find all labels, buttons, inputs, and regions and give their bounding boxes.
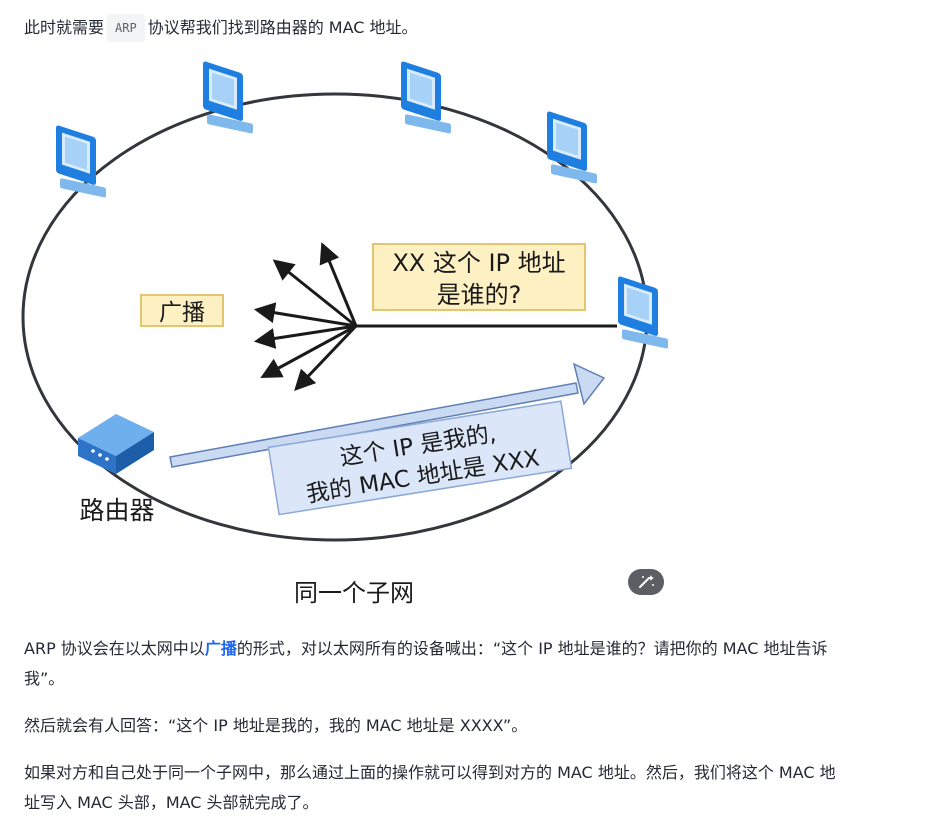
- para1-before: ARP 协议会在以太网中以: [24, 639, 205, 658]
- router-icon: [78, 414, 154, 474]
- subnet-label: 同一个子网: [294, 579, 414, 607]
- intro-text-after: 协议帮我们找到路由器的 MAC 地址。: [147, 18, 418, 37]
- arp-diagram: XX 这个 IP 地址 是谁的? 广播 这个 IP 是我的, 我的 MAC 地址…: [0, 52, 700, 612]
- broadcast-label: 广播: [159, 300, 205, 326]
- paragraph-broadcast: ARP 协议会在以太网中以广播的形式，对以太网所有的设备喊出：“这个 IP 地址…: [24, 634, 844, 694]
- broadcast-arrows: [253, 242, 617, 392]
- router-label: 路由器: [79, 496, 154, 525]
- computer-icon: [56, 124, 106, 198]
- computer-icon: [203, 60, 253, 134]
- broadcast-label-box: [140, 294, 224, 327]
- reply-arrow-head: [572, 362, 606, 406]
- question-line-2: 是谁的?: [437, 281, 522, 309]
- magic-wand-icon: [639, 575, 654, 588]
- paragraph-conclusion: 如果对方和自己处于同一个子网中，那么通过上面的操作就可以得到对方的 MAC 地址…: [24, 763, 836, 812]
- image-tool-button[interactable]: [628, 569, 664, 595]
- question-line-1: XX 这个 IP 地址: [392, 249, 565, 277]
- para1-after: 的形式，对以太网所有的设备喊出：“这个 IP 地址是谁的？请把你的 MAC 地址…: [24, 639, 828, 688]
- intro-text-before: 此时就需要: [24, 18, 105, 37]
- arp-diagram-svg: XX 这个 IP 地址 是谁的? 广播 这个 IP 是我的, 我的 MAC 地址…: [21, 60, 668, 607]
- question-box: [372, 243, 586, 311]
- inline-code-arp: ARP: [107, 14, 145, 42]
- computer-icon: [401, 60, 451, 134]
- para1-highlight: 广播: [204, 639, 237, 658]
- computer-icon: [547, 110, 597, 184]
- paragraph-reply: 然后就会有人回答：“这个 IP 地址是我的，我的 MAC 地址是 XXXX”。: [24, 716, 528, 735]
- computer-icon: [618, 275, 668, 349]
- reply-arrow: [169, 382, 579, 468]
